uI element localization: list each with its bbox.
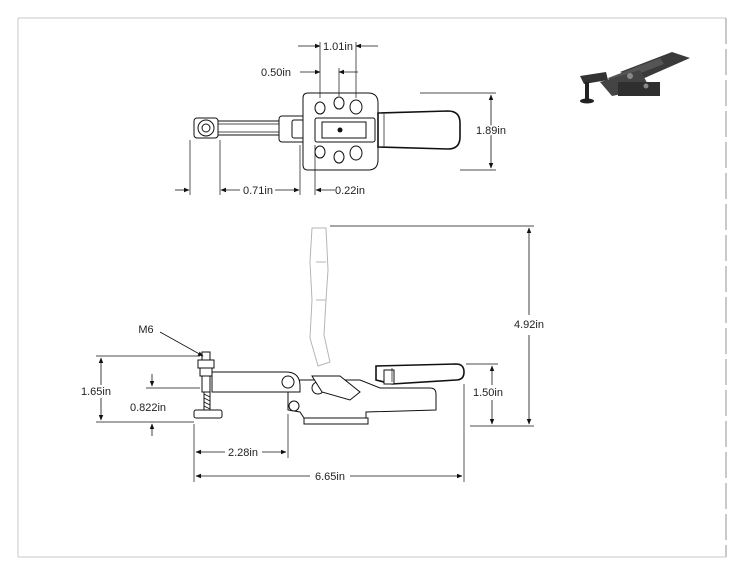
arm-side bbox=[211, 371, 301, 393]
dim-top-offset: 0.50in bbox=[261, 67, 291, 79]
isometric-preview bbox=[580, 52, 690, 104]
thread-label: M6 bbox=[138, 324, 153, 336]
dim-top-width: 1.01in bbox=[323, 41, 353, 53]
side-view: M6 1.65in 0.822in 4.92in 1.50in 2.28in bbox=[79, 225, 546, 483]
dim-side-right-height: 1.50in bbox=[473, 387, 503, 399]
dim-side-total-height: 4.92in bbox=[514, 319, 544, 331]
ghost-handle bbox=[309, 227, 331, 367]
dim-side-left-height: 1.65in bbox=[81, 386, 111, 398]
dim-side-length: 6.65in bbox=[315, 471, 345, 483]
base-body-side bbox=[287, 379, 437, 419]
top-view: 1.01in 0.50in 1.89in 0.71in 0.22in bbox=[175, 41, 508, 197]
dim-top-mid: 0.22in bbox=[335, 185, 365, 197]
handle-side bbox=[375, 363, 465, 385]
sheet-border bbox=[17, 17, 727, 558]
dim-side-reach: 2.28in bbox=[228, 447, 258, 459]
dim-side-spindle: 0.822in bbox=[130, 402, 166, 414]
dim-top-height: 1.89in bbox=[476, 125, 506, 137]
dim-top-left: 0.71in bbox=[243, 185, 273, 197]
handle-top bbox=[377, 110, 461, 150]
